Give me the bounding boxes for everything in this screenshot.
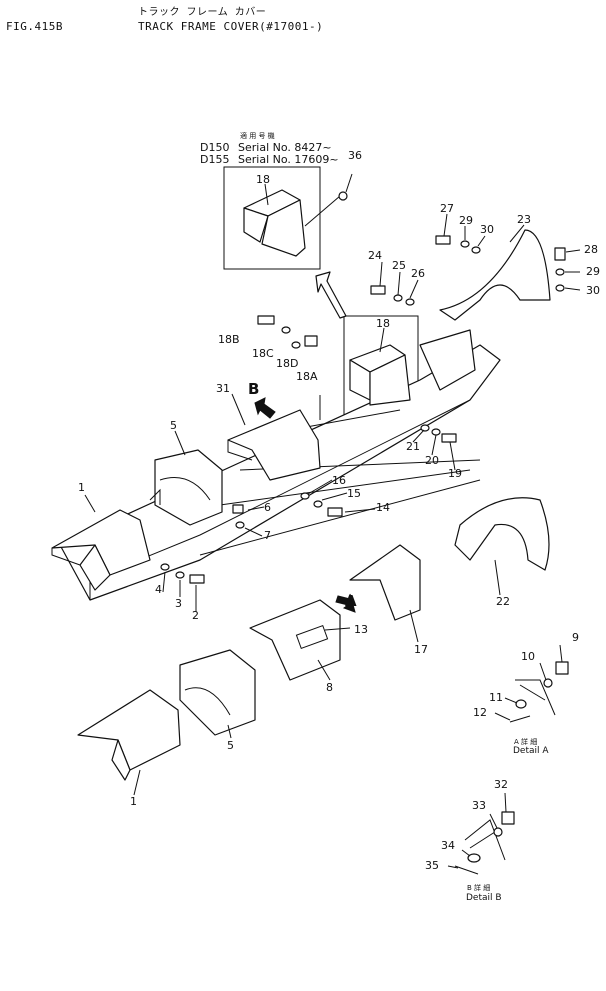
hardware [160, 235, 566, 584]
part-36-bolt [338, 173, 353, 201]
detail-a-sketch [494, 644, 569, 723]
detail-b-caption: Detail B [466, 893, 502, 903]
callout-2: 2 [192, 609, 199, 622]
callout-10: 10 [521, 650, 535, 663]
callout-28: 28 [584, 243, 598, 256]
callout-15: 15 [347, 487, 361, 500]
callout-17: 17 [414, 643, 428, 656]
callout-1-lower: 1 [130, 795, 137, 808]
callout-13: 13 [354, 623, 368, 636]
callout-3: 3 [175, 597, 182, 610]
callout-5-lower: 5 [227, 739, 234, 752]
part-1-cover-upper [51, 509, 151, 591]
callout-12: 12 [473, 706, 487, 719]
detail-a-caption-jp: A 詳 細 [514, 738, 538, 746]
callout-26: 26 [411, 267, 425, 280]
part-31-cover [227, 409, 321, 481]
part-18-bracket-top [243, 189, 306, 257]
applicability-heading: 適 用 号 機 [240, 132, 275, 140]
leader-lines [84, 183, 581, 796]
callout-20: 20 [425, 454, 439, 467]
callout-30-a: 30 [480, 223, 494, 236]
part-23-fender [439, 229, 551, 321]
part-17-cover [349, 544, 421, 621]
detail-a-caption: Detail A [513, 746, 549, 756]
detail-b-sketch [447, 792, 515, 875]
callout-8: 8 [326, 681, 333, 694]
callout-33: 33 [472, 799, 486, 812]
callout-18B: 18B [218, 333, 240, 346]
callout-11: 11 [489, 691, 503, 704]
callout-1-upper: 1 [78, 481, 85, 494]
callout-18D: 18D [276, 357, 299, 370]
view-arrow-b-label: B [248, 380, 260, 398]
callout-35: 35 [425, 859, 439, 872]
callout-36: 36 [348, 149, 362, 162]
figure-title: TRACK FRAME COVER(#17001-) [138, 20, 324, 33]
direction-arrow [315, 271, 347, 319]
callout-27: 27 [440, 202, 454, 215]
arrow-b-shape [254, 397, 276, 419]
callout-9: 9 [572, 631, 579, 644]
callout-6: 6 [264, 501, 271, 514]
callout-23: 23 [517, 213, 531, 226]
callout-18-top: 18 [256, 173, 270, 186]
title-japanese: トラック フレーム カバー [138, 7, 267, 18]
applicability-model-2: D155 [200, 153, 230, 166]
detail-b-caption-jp: B 詳 細 [467, 884, 491, 892]
part-22-fender [454, 497, 550, 571]
callout-22: 22 [496, 595, 510, 608]
callout-30-b: 30 [586, 284, 600, 297]
callout-31: 31 [216, 382, 230, 395]
part-5-saddle-lower [179, 649, 256, 736]
callout-18C: 18C [252, 347, 274, 360]
callout-5-upper: 5 [170, 419, 177, 432]
inset-frame-top [223, 166, 321, 270]
part-5-saddle-upper [149, 449, 223, 526]
figure-number: FIG.415B [6, 20, 63, 33]
part-18-bracket-mid [349, 344, 411, 406]
callout-7: 7 [264, 529, 271, 542]
part-1-cover-lower [77, 689, 181, 781]
callout-21: 21 [406, 440, 420, 453]
callout-18A: 18A [296, 370, 318, 383]
callout-18-mid: 18 [376, 317, 390, 330]
callout-24: 24 [368, 249, 382, 262]
callout-34: 34 [441, 839, 455, 852]
callout-19: 19 [448, 467, 462, 480]
arrow-a-shape [335, 593, 356, 613]
applicability-serial-1: Serial No. 8427~ [238, 141, 332, 154]
callout-29-a: 29 [459, 214, 473, 227]
view-arrow-a-label: A [345, 592, 357, 610]
callout-16: 16 [332, 474, 346, 487]
callout-14: 14 [376, 501, 390, 514]
applicability-model-1: D150 [200, 141, 230, 154]
callout-25: 25 [392, 259, 406, 272]
applicability-serial-2: Serial No. 17609~ [238, 153, 339, 166]
callout-4: 4 [155, 583, 162, 596]
part-8-cover [249, 599, 341, 681]
callout-32: 32 [494, 778, 508, 791]
callout-29-b: 29 [586, 265, 600, 278]
